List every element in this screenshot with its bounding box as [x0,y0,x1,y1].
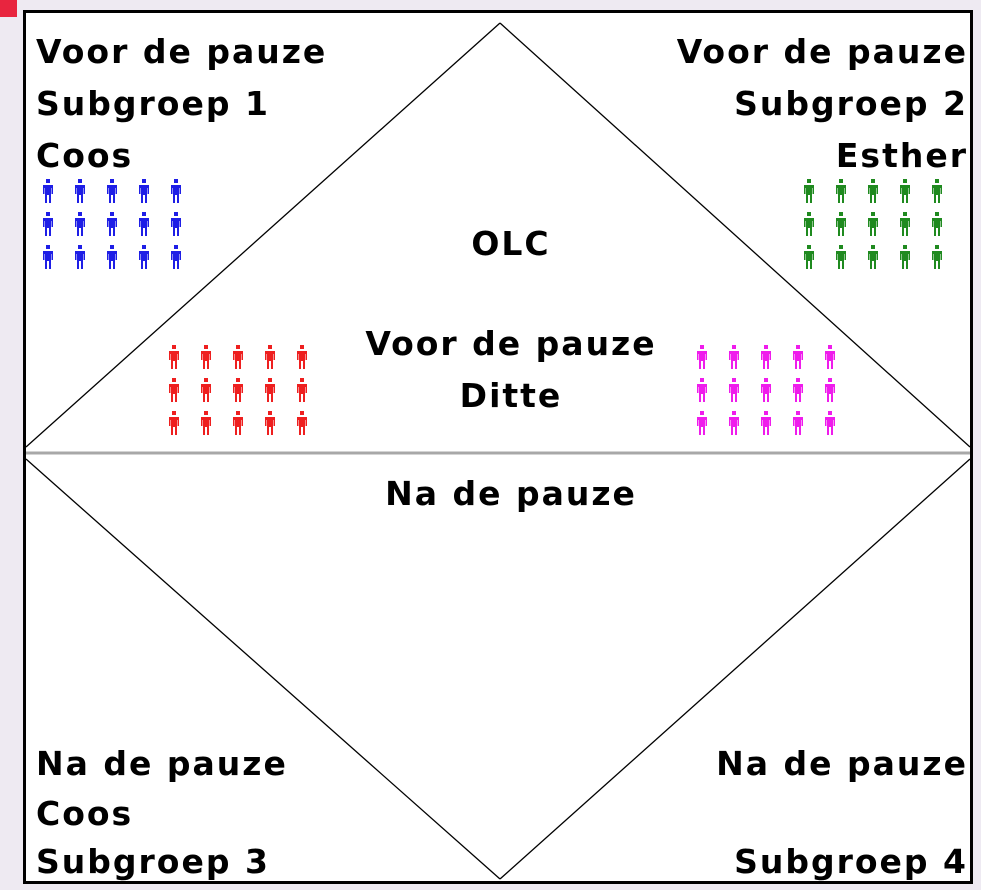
person-icon [169,345,179,369]
person-icon [868,179,878,203]
person-icon [297,411,307,435]
person-icon [836,212,846,236]
blue-participant-group [42,179,182,275]
person-icon [932,245,942,269]
person-icon [793,345,803,369]
person-icon [297,345,307,369]
bottom-left-line-3: Subgroep 3 [36,842,270,881]
person-icon [868,212,878,236]
person-icon [75,179,85,203]
person-icon [761,378,771,402]
person-icon [804,179,814,203]
top-left-line-1: Voor de pauze [36,32,328,71]
person-icon [265,345,275,369]
person-icon [729,345,739,369]
person-icon [233,345,243,369]
person-icon [139,179,149,203]
person-icon [233,378,243,402]
person-icon [932,179,942,203]
green-participant-group [803,179,943,275]
person-icon [169,378,179,402]
person-icon [825,345,835,369]
person-icon [729,411,739,435]
diamond-edge-bottom-left [26,458,501,880]
person-icon [171,212,181,236]
person-icon [825,378,835,402]
room-layout-board: Voor de pauze Subgroep 1 Coos Voor de pa… [23,10,973,884]
layout-lines [26,22,970,880]
person-icon [868,245,878,269]
person-icon [836,245,846,269]
middle-line-1: Voor de pauze [365,324,657,363]
top-right-line-2: Subgroep 2 [734,84,968,123]
person-icon [932,212,942,236]
diamond-edge-top-left [26,22,501,448]
person-icon [75,245,85,269]
person-icon [761,411,771,435]
person-icon [201,411,211,435]
diamond-edge-bottom-right [499,458,970,880]
person-icon [804,212,814,236]
magenta-participant-group [696,345,836,441]
person-icon [107,212,117,236]
person-icon [793,411,803,435]
person-icon [761,345,771,369]
person-icon [43,212,53,236]
person-icon [171,179,181,203]
bottom-left-line-1: Na de pauze [36,744,288,783]
corner-marker [0,0,17,17]
person-icon [233,411,243,435]
person-icon [201,345,211,369]
bottom-right-line-1: Na de pauze [716,744,968,783]
top-left-line-3: Coos [36,136,134,175]
person-icon [107,245,117,269]
bottom-right-line-2: Subgroep 4 [734,842,968,881]
person-icon [900,179,910,203]
person-icon [43,245,53,269]
middle-line-2: Ditte [459,376,563,415]
person-icon [825,411,835,435]
person-icon [793,378,803,402]
person-icon [265,411,275,435]
center-label: OLC [471,224,551,263]
person-icon [75,212,85,236]
person-icon [900,245,910,269]
bottom-left-line-2: Coos [36,794,134,833]
person-icon [729,378,739,402]
person-icon [139,245,149,269]
person-icon [297,378,307,402]
person-icon [43,179,53,203]
person-icon [697,411,707,435]
diamond-edge-top-right [499,22,970,448]
red-participant-group [168,345,308,441]
top-right-line-1: Voor de pauze [676,32,968,71]
person-icon [900,212,910,236]
person-icon [171,245,181,269]
person-icon [201,378,211,402]
person-icon [107,179,117,203]
person-icon [169,411,179,435]
top-right-line-3: Esther [835,136,968,175]
person-icon [265,378,275,402]
person-icon [139,212,149,236]
person-icon [697,378,707,402]
bottom-center-line-1: Na de pauze [385,474,637,513]
top-left-line-2: Subgroep 1 [36,84,270,123]
person-icon [836,179,846,203]
person-icon [804,245,814,269]
person-icon [697,345,707,369]
